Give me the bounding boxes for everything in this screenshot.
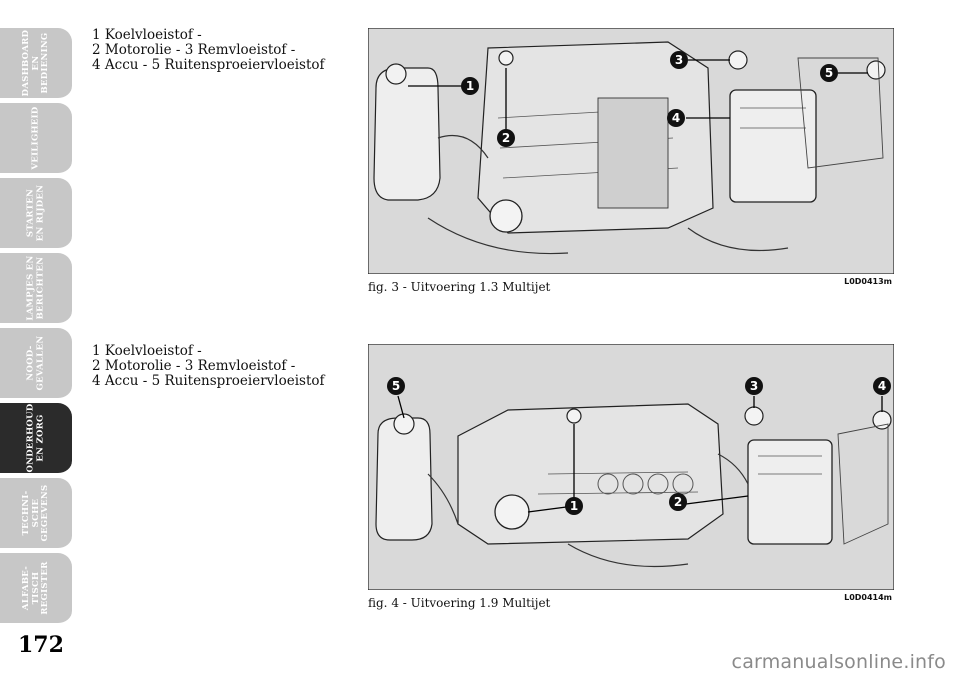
tab-veiligheid[interactable]: VEILIGHEID: [0, 103, 72, 175]
tab-noodgevallen[interactable]: NOOD- GEVALLEN: [0, 328, 72, 400]
callout-label: 5: [392, 379, 400, 393]
engine-bay-illustration: 1 2 3 4 5: [368, 28, 894, 274]
legend-line: 1 Koelvloeistof -: [92, 27, 202, 43]
tab-lampjes[interactable]: LAMPJES EN BERICHTEN: [0, 253, 72, 325]
callout-3: 3: [745, 377, 763, 395]
callout-1: 1: [461, 77, 479, 95]
callout-4: 4: [667, 109, 685, 127]
tab-onderhoud[interactable]: ONDERHOUD EN ZORG: [0, 403, 72, 475]
callout-label: 2: [502, 131, 510, 145]
figure-4: 5 3 4 1 2 fig. 4 - Uitvoering 1.9 Multij…: [368, 344, 894, 614]
tab-dashboard[interactable]: DASHBOARD EN BEDIENING: [0, 28, 72, 100]
callout-label: 4: [672, 111, 680, 125]
figure-code: L0D0413m: [844, 277, 892, 286]
tab-label: VEILIGHEID: [30, 106, 41, 170]
figure-legend: 1 Koelvloeistof - 2 Motorolie - 3 Remvlo…: [92, 344, 342, 389]
tab-label: LAMPJES EN BERICHTEN: [25, 255, 46, 321]
tab-label: STARTEN EN RIJDEN: [25, 184, 46, 242]
callout-5: 5: [820, 64, 838, 82]
tab-label: ALFABE- TISCH REGISTER: [20, 561, 50, 615]
figure-3: 1 2 3 4 5 fig. 3 - Uitvoering 1.3 Multij…: [368, 28, 894, 298]
legend-line: 4 Accu - 5 Ruitensproeiervloeistof: [92, 373, 325, 389]
callout-label: 2: [674, 495, 682, 509]
tab-label: TECHNI- SCHE GEGEVENS: [20, 484, 50, 542]
callout-label: 5: [825, 66, 833, 80]
legend-line: 2 Motorolie - 3 Remvloeistof -: [92, 358, 296, 374]
page-number: 172: [18, 632, 64, 658]
callout-5: 5: [387, 377, 405, 395]
tab-label: NOOD- GEVALLEN: [25, 335, 46, 391]
callout-label: 3: [750, 379, 758, 393]
callout-label: 3: [675, 53, 683, 67]
tab-starten[interactable]: STARTEN EN RIJDEN: [0, 178, 72, 250]
callout-2: 2: [497, 129, 515, 147]
callout-1: 1: [565, 497, 583, 515]
callout-3: 3: [670, 51, 688, 69]
figure-caption: fig. 4 - Uitvoering 1.9 Multijet: [368, 596, 551, 610]
callout-label: 4: [878, 379, 886, 393]
callout-4: 4: [873, 377, 891, 395]
tab-label: ONDERHOUD EN ZORG: [25, 403, 46, 473]
callout-label: 1: [570, 499, 578, 513]
callout-label: 1: [466, 79, 474, 93]
engine-bay-illustration: 5 3 4 1 2: [368, 344, 894, 590]
figure-legend: 1 Koelvloeistof - 2 Motorolie - 3 Remvlo…: [92, 28, 342, 73]
tab-alfabetisch-register[interactable]: ALFABE- TISCH REGISTER: [0, 553, 72, 625]
tab-label: DASHBOARD EN BEDIENING: [20, 29, 50, 97]
legend-line: 4 Accu - 5 Ruitensproeiervloeistof: [92, 57, 325, 73]
figure-caption: fig. 3 - Uitvoering 1.3 Multijet: [368, 280, 551, 294]
legend-line: 2 Motorolie - 3 Remvloeistof -: [92, 42, 296, 58]
watermark: carmanualsonline.info: [731, 651, 946, 673]
figure-code: L0D0414m: [844, 593, 892, 602]
legend-line: 1 Koelvloeistof -: [92, 343, 202, 359]
tab-technische-gegevens[interactable]: TECHNI- SCHE GEGEVENS: [0, 478, 72, 550]
callout-2: 2: [669, 493, 687, 511]
